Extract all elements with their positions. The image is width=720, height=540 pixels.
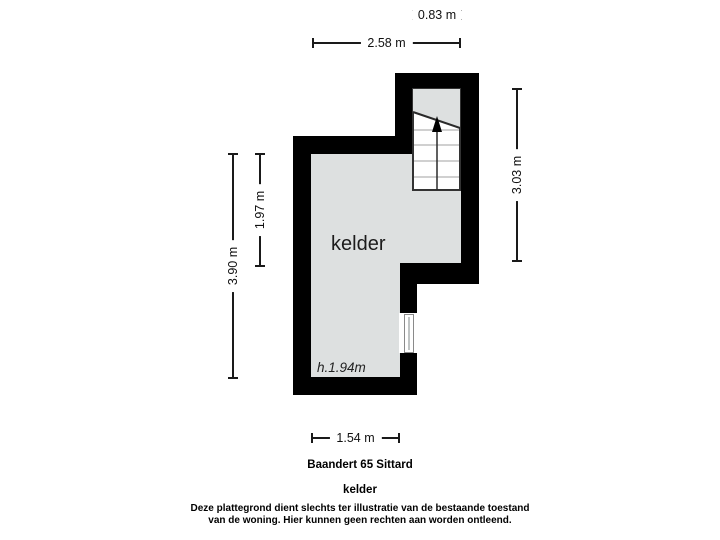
disclaimer-line-1: Deze plattegrond dient slechts ter illus… bbox=[190, 503, 530, 514]
wall-left bbox=[293, 136, 311, 395]
wall-room-top bbox=[293, 136, 413, 154]
staircase-drawing bbox=[412, 88, 461, 191]
stair-landing-shape bbox=[413, 89, 460, 128]
disclaimer-text: Deze plattegrond dient slechts ter illus… bbox=[0, 503, 720, 526]
dimension-bottom: 1.54 m bbox=[311, 429, 400, 447]
window-icon bbox=[404, 314, 414, 353]
dimension-value: 0.83 m bbox=[410, 6, 464, 24]
dimension-top-wide: 2.58 m bbox=[312, 34, 461, 52]
wall-stairwell-top bbox=[395, 73, 479, 89]
dimension-left-outer: 3.90 m bbox=[224, 153, 242, 379]
stairs-up-arrow-icon bbox=[432, 116, 442, 132]
dimension-value: 1.54 m bbox=[329, 429, 382, 447]
dimension-value: 1.97 m bbox=[251, 183, 269, 237]
staircase bbox=[412, 88, 461, 191]
dimension-top-small: 0.83 m bbox=[410, 6, 464, 24]
dimension-value: 2.58 m bbox=[360, 34, 413, 52]
wall-bottom bbox=[293, 377, 417, 395]
dimension-right: 3.03 m bbox=[508, 88, 526, 262]
dimension-left-inner: 1.97 m bbox=[251, 153, 269, 267]
dimension-value: 3.90 m bbox=[224, 239, 242, 293]
address-label: Baandert 65 Sittard bbox=[307, 459, 413, 471]
room-name-label: kelder bbox=[331, 233, 386, 255]
wall-lower-right-above-window bbox=[400, 284, 417, 313]
ceiling-height-label: h.1.94m bbox=[317, 360, 366, 375]
window-pane bbox=[408, 317, 410, 350]
wall-stairwell-left bbox=[395, 73, 413, 154]
kelder-room-fill-lower bbox=[311, 263, 400, 377]
disclaimer-line-2: van de woning. Hier kunnen geen rechten … bbox=[208, 514, 512, 526]
dimension-value: 3.03 m bbox=[508, 148, 526, 202]
wall-notch bbox=[400, 263, 479, 284]
floor-name-label: kelder bbox=[343, 484, 377, 496]
wall-right bbox=[461, 73, 479, 284]
